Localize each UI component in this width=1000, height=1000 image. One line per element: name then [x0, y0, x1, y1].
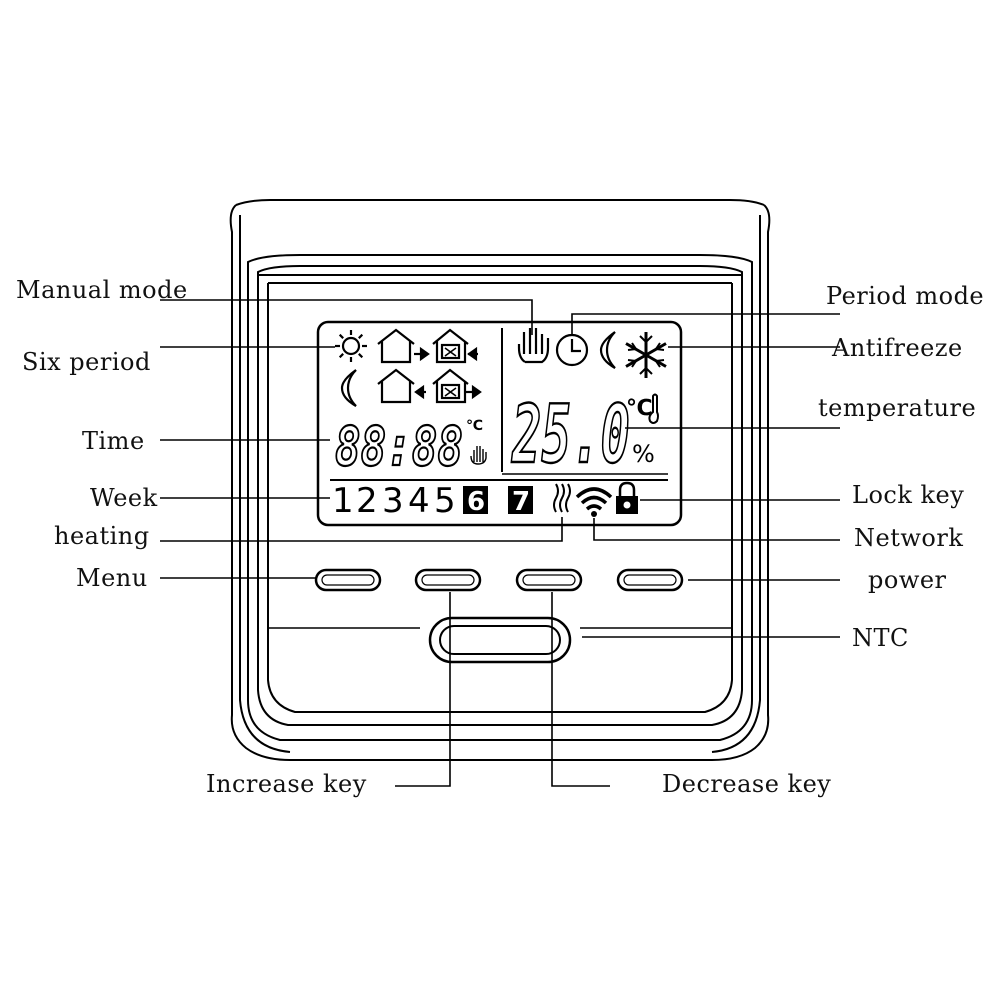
- menu-button[interactable]: [314, 568, 382, 592]
- week-day: 2: [356, 481, 378, 521]
- lcd-display: [316, 320, 683, 527]
- leader-increase-key: [395, 592, 451, 787]
- label-increase-key: Increase key: [206, 770, 367, 798]
- increase-key-button[interactable]: [414, 568, 482, 592]
- lcd-clock-unit: ℃: [466, 418, 483, 434]
- label-period-mode: Period mode: [826, 282, 985, 310]
- away-house-icon: [432, 368, 482, 404]
- sun-icon: [335, 330, 367, 362]
- label-ntc: NTC: [852, 624, 909, 652]
- house-arrow-out-icon: [377, 368, 426, 404]
- ntc-sensor-slot: [268, 616, 732, 664]
- label-power: power: [868, 566, 947, 594]
- thermostat-housing: [229, 199, 771, 761]
- label-manual-mode: Manual mode: [16, 276, 188, 304]
- lock-icon: [616, 481, 638, 514]
- label-lock-key: Lock key: [852, 481, 965, 509]
- label-temperature: temperature: [818, 394, 977, 422]
- label-network: Network: [854, 524, 964, 552]
- leader-manual-mode: [160, 299, 533, 335]
- heating-waves-icon: [553, 483, 571, 513]
- thermometer-icon: [648, 393, 659, 424]
- hand-icon: [517, 328, 550, 364]
- week-day-highlight: [508, 486, 533, 514]
- lcd-temperature-digits: 25.0: [511, 388, 630, 481]
- hand-icon: [470, 446, 487, 465]
- week-day: 1: [332, 481, 354, 521]
- leader-heating: [160, 517, 563, 542]
- week-day-list: 1 2 3 4 5 6 7: [332, 481, 533, 521]
- lcd-humidity-unit: %: [632, 440, 655, 468]
- away-house-icon: [432, 328, 478, 364]
- house-arrow-in-icon: [377, 328, 430, 364]
- label-six-period: Six period: [22, 348, 151, 376]
- leader-network: [593, 518, 840, 541]
- callout-leader-lines: [160, 299, 840, 787]
- moon-icon: [599, 331, 616, 369]
- clock-icon: [555, 333, 589, 367]
- decrease-key-button[interactable]: [515, 568, 583, 592]
- week-day-highlighted: 6: [467, 487, 485, 517]
- power-button[interactable]: [616, 568, 684, 592]
- week-day-highlight: [463, 486, 488, 514]
- label-heating: heating: [54, 522, 150, 550]
- snowflake-icon: [625, 332, 667, 378]
- leader-decrease-key: [551, 592, 610, 787]
- label-antifreeze: Antifreeze: [832, 334, 963, 362]
- moon-icon: [340, 369, 357, 407]
- week-day: 5: [434, 481, 456, 521]
- label-decrease-key: Decrease key: [662, 770, 832, 798]
- week-day-highlighted: 7: [512, 487, 530, 517]
- leader-period-mode: [571, 313, 840, 335]
- week-day: 4: [408, 481, 430, 521]
- lcd-clock-digits: 88:88: [335, 415, 463, 478]
- label-menu: Menu: [76, 564, 148, 592]
- label-time: Time: [82, 427, 145, 455]
- wifi-icon: [575, 487, 613, 517]
- lcd-temperature-unit: ℃: [626, 396, 653, 421]
- label-week: Week: [90, 484, 158, 512]
- week-day: 3: [382, 481, 404, 521]
